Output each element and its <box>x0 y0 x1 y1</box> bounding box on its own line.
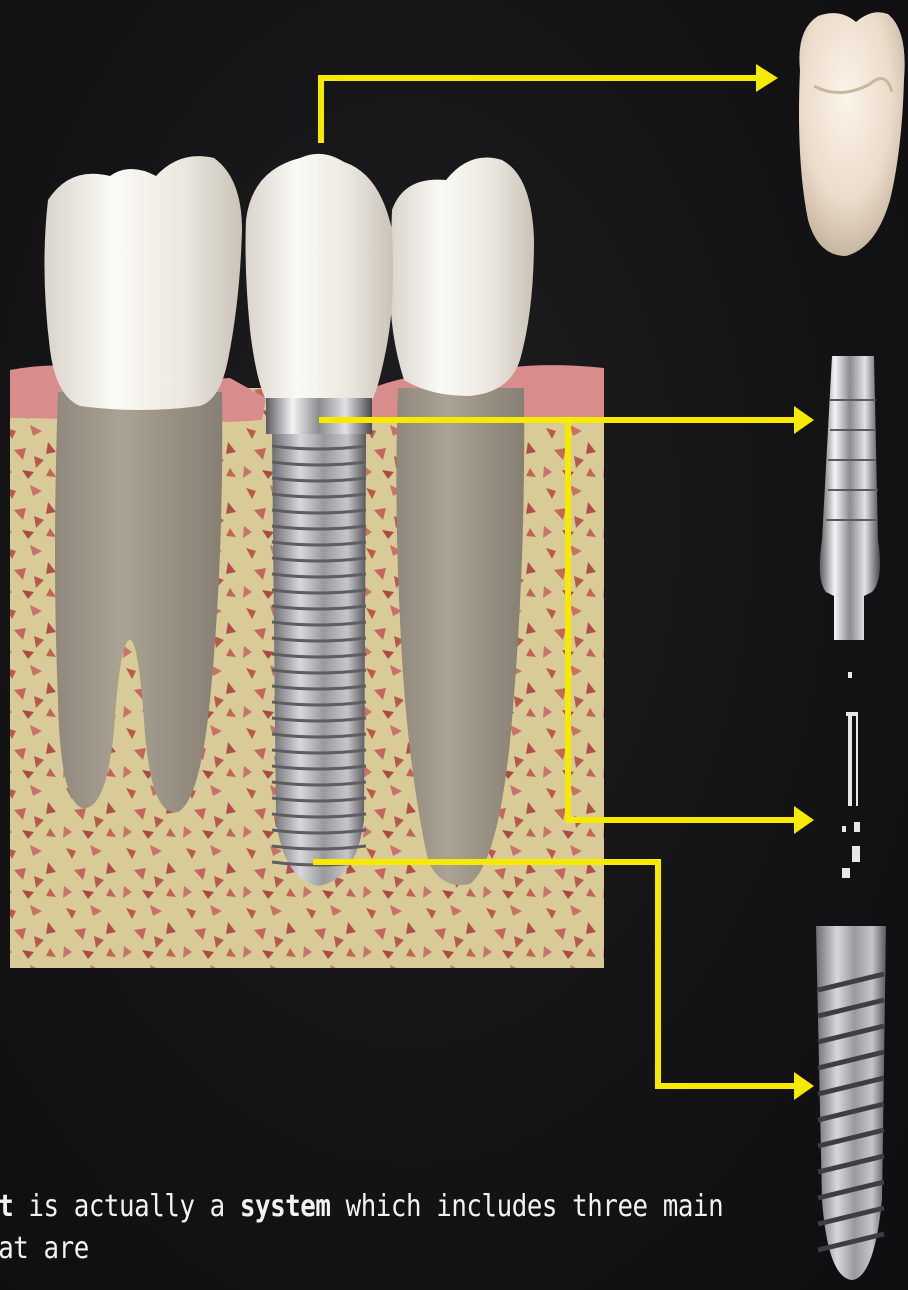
implant-crown <box>246 154 394 400</box>
right-tooth-crown <box>390 158 534 397</box>
arrow-fixture <box>794 1072 814 1100</box>
component-abutment-screw <box>842 672 860 878</box>
caption-line-1: ant is actually a system which includes … <box>0 1186 587 1228</box>
callout-crown <box>321 78 760 140</box>
caption-term-system: system <box>240 1189 331 1224</box>
component-abutment <box>820 356 880 640</box>
caption-text: ant is actually a system which includes … <box>0 1186 587 1270</box>
arrow-crown <box>756 64 778 92</box>
component-implant-fixture <box>816 926 886 1280</box>
arrow-screw <box>794 806 814 834</box>
implant-abutment-collar <box>266 398 372 434</box>
caption-line-2: that are <box>0 1228 587 1270</box>
caption-fragment: that are <box>0 1231 89 1266</box>
callout-arrowheads <box>756 64 814 1100</box>
caption-fragment: is actually a <box>13 1189 240 1224</box>
component-crown <box>799 12 905 256</box>
arrow-abutment <box>794 406 814 434</box>
left-tooth-crown <box>44 156 242 410</box>
caption-fragment: which includes three main <box>330 1189 723 1224</box>
caption-term-implant: ant <box>0 1189 13 1224</box>
